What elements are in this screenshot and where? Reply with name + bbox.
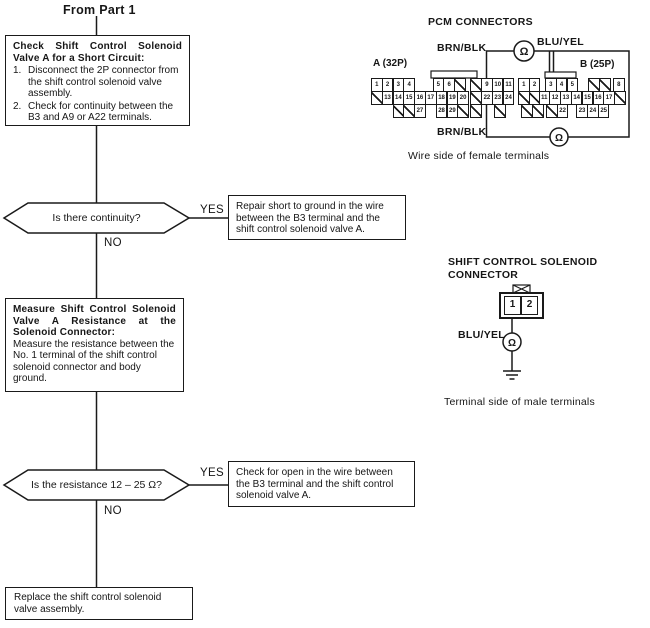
pin-cell-2: 2: [528, 78, 541, 92]
step-box2-heading: Measure Shift Control Solenoid Valve A R…: [13, 304, 176, 338]
step-box-check-short-circuit: Check Shift Control Solenoid Valve A for…: [5, 35, 190, 126]
pin-cell-11: 11: [502, 78, 515, 92]
pin-cell-unused: [494, 104, 506, 118]
solenoid-terminal-2: 2: [521, 296, 538, 315]
pin-cell-19: 19: [446, 91, 459, 105]
pin-cell-unused: [371, 91, 383, 105]
pcm-connectors-title: PCM CONNECTORS: [428, 16, 533, 28]
wire-label-blu-yel-solenoid: BLU/YEL: [458, 329, 506, 341]
pin-cell-17: 17: [603, 91, 615, 105]
wire-label-brn-blk-top: BRN/BLK: [437, 42, 487, 54]
pin-cell-22: 22: [556, 104, 569, 118]
pin-cell-16: 16: [414, 91, 426, 105]
pin-cell-unused: [532, 104, 544, 118]
pin-cell-5: 5: [432, 78, 445, 92]
connector-a-key-tab: [430, 70, 478, 79]
pin-cell-1: 1: [518, 78, 530, 92]
ohmmeter-top-icon: [513, 40, 535, 62]
step-box-measure-resistance: Measure Shift Control Solenoid Valve A R…: [5, 298, 184, 392]
pin-cell-unused: [588, 78, 600, 92]
decision1-no-label: NO: [104, 237, 122, 249]
pin-cell-2: 2: [381, 78, 394, 92]
pin-cell-28: 28: [435, 104, 448, 118]
female-terminals-caption: Wire side of female terminals: [408, 150, 550, 162]
solenoid-connector-title: SHIFT CONTROL SOLENOID CONNECTOR: [448, 256, 598, 281]
pin-cell-14: 14: [570, 91, 583, 105]
pin-cell-17: 17: [425, 91, 437, 105]
step-box1-heading: Check Shift Control Solenoid Valve A for…: [13, 41, 182, 64]
action-box-replace-solenoid: Replace the shift control solenoid valve…: [5, 587, 193, 620]
list-text: Check for continuity between the B3 and …: [28, 100, 174, 124]
ground-icon: [503, 370, 521, 380]
pin-cell-unused: [599, 78, 611, 92]
wire-label-blu-yel: BLU/YEL: [537, 36, 585, 48]
pin-cell-20: 20: [457, 91, 469, 105]
connector-b-label: B (25P): [580, 59, 615, 70]
pin-cell-4: 4: [555, 78, 568, 92]
decision2-yes-label: YES: [200, 467, 224, 479]
pin-cell-16: 16: [592, 91, 605, 105]
pin-cell-unused: [470, 78, 482, 92]
pin-cell-12: 12: [549, 91, 561, 105]
pin-cell-unused: [470, 104, 482, 118]
pin-cell-23: 23: [576, 104, 588, 118]
pin-cell-1: 1: [371, 78, 383, 92]
pin-cell-23: 23: [491, 91, 504, 105]
pin-cell-18: 18: [435, 91, 448, 105]
pin-cell-29: 29: [446, 104, 459, 118]
solenoid-terminal-1: 1: [504, 296, 521, 315]
decision2-no-label: NO: [104, 505, 122, 517]
wire-label-brn-blk-bottom: BRN/BLK: [437, 126, 487, 138]
ohmmeter-solenoid-icon: [502, 332, 522, 352]
pin-cell-13: 13: [560, 91, 572, 105]
pin-cell-13: 13: [381, 91, 394, 105]
decision2-question: Is the resistance 12 – 25 Ω?: [30, 479, 162, 491]
ohmmeter-bottom-icon: [549, 127, 569, 147]
pin-cell-5: 5: [566, 78, 579, 92]
pin-cell-11: 11: [538, 91, 551, 105]
pin-cell-unused: [518, 91, 530, 105]
pin-cell-10: 10: [491, 78, 504, 92]
pin-cell-unused: [521, 104, 533, 118]
list-number: 1.: [13, 65, 22, 76]
pin-cell-unused: [457, 104, 469, 118]
pin-cell-unused: [392, 104, 405, 118]
pin-cell-14: 14: [392, 91, 405, 105]
ohm-symbol-solenoid: Ω: [508, 338, 516, 349]
pin-cell-3: 3: [392, 78, 405, 92]
pin-cell-unused: [546, 104, 558, 118]
from-part1-label: From Part 1: [63, 3, 136, 17]
pin-cell-15: 15: [581, 91, 594, 105]
pin-cell-8: 8: [613, 78, 625, 92]
step-box1-item2: 2. Check for continuity between the B3 a…: [13, 101, 182, 124]
pin-cell-3: 3: [545, 78, 557, 92]
pin-cell-27: 27: [414, 104, 426, 118]
pin-cell-unused: [454, 78, 466, 92]
decision1-question: Is there continuity?: [52, 212, 141, 224]
pin-cell-unused: [403, 104, 415, 118]
ohm-symbol-top: Ω: [520, 46, 529, 58]
decision1-yes-label: YES: [200, 204, 224, 216]
pin-cell-4: 4: [403, 78, 415, 92]
action-box-repair-short: Repair short to ground in the wire betwe…: [228, 195, 406, 240]
step-box2-body: Measure the resistance between the No. 1…: [13, 338, 175, 385]
pin-cell-unused: [470, 91, 482, 105]
wire-blu-yel-to-b3: [548, 51, 555, 77]
pin-cell-24: 24: [502, 91, 515, 105]
action-box-check-open: Check for open in the wire between the B…: [228, 461, 415, 507]
ohm-symbol-bottom: Ω: [555, 133, 563, 144]
list-number: 2.: [13, 100, 22, 112]
pin-cell-24: 24: [587, 104, 599, 118]
male-terminals-caption: Terminal side of male terminals: [444, 396, 595, 408]
pin-cell-15: 15: [403, 91, 415, 105]
pin-cell-6: 6: [443, 78, 455, 92]
pin-cell-22: 22: [481, 91, 493, 105]
list-text: Disconnect the 2P connector from the shi…: [28, 65, 179, 99]
step-box1-item1: 1. Disconnect the 2P connector from the …: [13, 65, 182, 100]
pin-cell-unused: [614, 91, 626, 105]
pin-cell-25: 25: [597, 104, 610, 118]
pin-cell-9: 9: [481, 78, 493, 92]
connector-a-label: A (32P): [373, 58, 408, 69]
